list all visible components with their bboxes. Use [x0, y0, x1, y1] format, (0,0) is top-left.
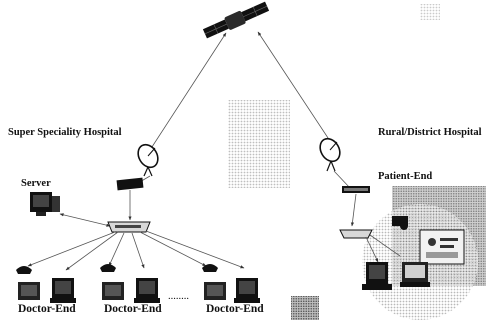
- doctor-end-label-2: Doctor-End: [104, 304, 162, 316]
- server-label: Server: [21, 179, 51, 190]
- halftone-patch-top-right: [420, 4, 440, 20]
- computer-icon: [204, 278, 260, 303]
- network-switch-icon: [340, 230, 372, 238]
- server-icon: [30, 192, 60, 216]
- satellite-dish-icon: [134, 141, 162, 176]
- satellite-dish-icon: [316, 135, 344, 171]
- dish-to-modem-right: [334, 171, 350, 188]
- computer-icon: [18, 278, 76, 303]
- modem-icon: [117, 178, 144, 191]
- computer-icon: [102, 278, 160, 303]
- doctor-end-label-3: Doctor-End: [206, 304, 264, 316]
- halftone-patch-bottom: [291, 296, 319, 320]
- rural-district-hospital-label: Rural/District Hospital: [378, 128, 482, 139]
- doctor-links: [28, 231, 244, 270]
- satellite-link-left: [150, 33, 226, 150]
- doctor-end-label-1: Doctor-End: [18, 304, 76, 316]
- modem-to-patient-switch: [352, 194, 356, 226]
- halftone-patch-center: [228, 100, 290, 188]
- patient-end-label: Patient-End: [378, 172, 432, 183]
- telephone-icon: [16, 266, 32, 274]
- server-to-switch: [60, 214, 110, 226]
- modem-icon: [342, 186, 370, 193]
- telephone-icon: [100, 264, 116, 272]
- doctor-end-ellipsis: ........: [168, 292, 189, 303]
- super-speciality-hospital-label: Super Speciality Hospital: [8, 128, 122, 139]
- network-switch-icon: [108, 222, 150, 232]
